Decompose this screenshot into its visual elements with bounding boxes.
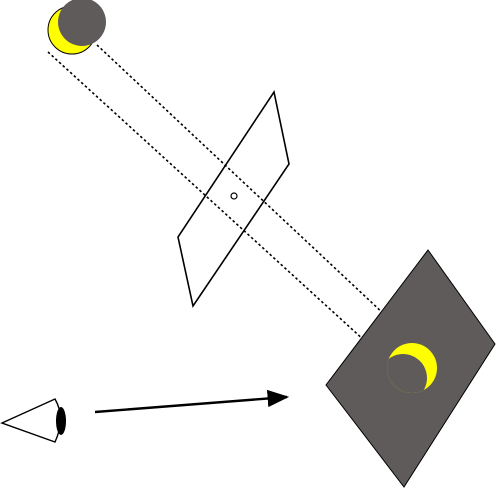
projection-rays <box>47 44 434 363</box>
screen-with-inverted-crescent <box>325 249 496 488</box>
eye-pupil <box>56 407 66 435</box>
pinhole-card-outline <box>177 89 290 308</box>
sun-partially-eclipsed-icon <box>47 0 106 55</box>
eye-outline <box>0 398 62 443</box>
ray-bottom <box>47 51 389 363</box>
pinhole-card <box>177 89 290 308</box>
viewing-arrow <box>94 389 290 414</box>
pinhole <box>230 192 238 200</box>
eye-icon <box>0 398 66 443</box>
ray-top <box>96 44 434 361</box>
moon-disc <box>58 0 106 46</box>
